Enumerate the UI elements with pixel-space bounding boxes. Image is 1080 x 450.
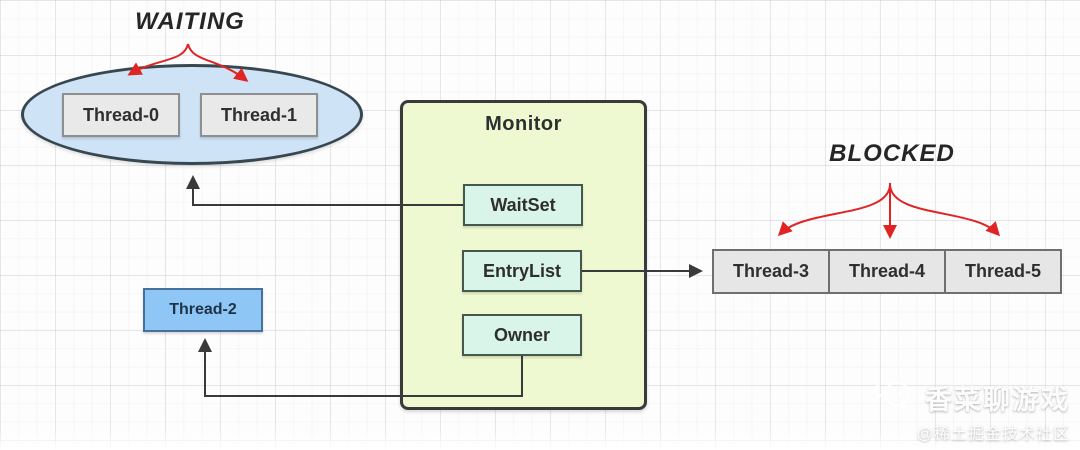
thread-2-box: Thread-2 bbox=[143, 288, 263, 332]
blocked-label: BLOCKED bbox=[829, 140, 955, 167]
watermark-subtitle: @稀土掘金技术社区 bbox=[916, 426, 1070, 443]
thread-3-box: Thread-3 bbox=[712, 249, 830, 294]
thread-0-box: Thread-0 bbox=[62, 93, 180, 137]
waiting-label: WAITING bbox=[135, 8, 245, 35]
blocked-thread-row: Thread-3 Thread-4 Thread-5 bbox=[712, 249, 1062, 294]
watermark: 香菜聊游戏 @稀土掘金技术社区 bbox=[873, 376, 1070, 444]
red-fork-waiting bbox=[127, 43, 249, 82]
monitor-title: Monitor bbox=[485, 113, 562, 135]
owner-slot: Owner bbox=[462, 314, 582, 356]
entrylist-slot: EntryList bbox=[462, 250, 582, 292]
thread-5-box: Thread-5 bbox=[944, 249, 1062, 294]
red-fork-blocked bbox=[777, 183, 1001, 239]
waitset-slot: WaitSet bbox=[463, 184, 583, 226]
watermark-title: 香菜聊游戏 bbox=[925, 385, 1070, 415]
chat-bubbles-icon bbox=[873, 376, 919, 419]
black-wires bbox=[186, 175, 703, 397]
thread-1-box: Thread-1 bbox=[200, 93, 318, 137]
thread-4-box: Thread-4 bbox=[828, 249, 946, 294]
